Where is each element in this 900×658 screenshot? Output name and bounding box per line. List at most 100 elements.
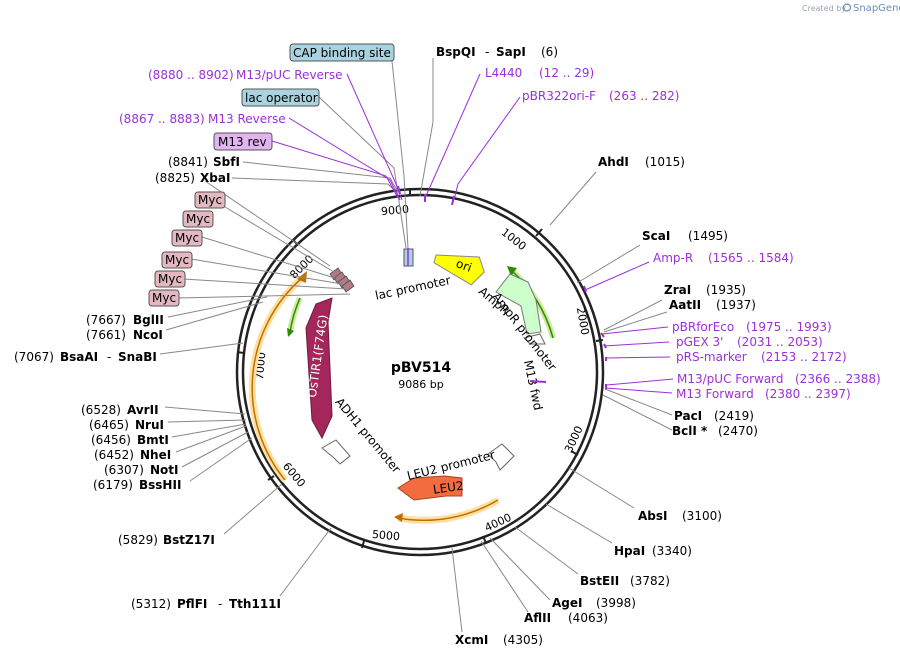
myc-box-5[interactable]: [154, 270, 186, 288]
site-pos-xbai: (8825): [155, 171, 195, 185]
leader-xbai: [231, 177, 397, 193]
site-name-aflii: AflII: [524, 611, 551, 625]
site-bmti[interactable]: (6456) BmtI: [91, 433, 169, 447]
site-aflii[interactable]: AflII (4063): [524, 611, 608, 625]
myc-box-6[interactable]: [148, 289, 180, 307]
m13-rev-box[interactable]: [213, 132, 273, 151]
site-pos-bstz17i: (5829): [118, 533, 158, 547]
tick-3000: [570, 450, 579, 456]
site-bsaai-snabi[interactable]: (7067) BsaAI - SnaBI: [14, 350, 157, 364]
site-name-bglii: BglII: [133, 313, 164, 327]
site-noti[interactable]: (6307) NotI: [104, 463, 179, 477]
site-name-xbai: XbaI: [200, 171, 230, 185]
leader-zrai: [603, 299, 663, 331]
tick-label-2000: 2000: [574, 306, 592, 336]
site-paci[interactable]: PacI (2419): [674, 409, 754, 423]
m13-rev-label: M13 rev: [218, 135, 267, 149]
site-name-bspqi: BspQI: [436, 45, 476, 59]
site-bspqi-sapi[interactable]: BspQI - SapI (6): [436, 45, 558, 59]
primer-m13-reverse[interactable]: (8867 .. 8883) M13 Reverse: [119, 112, 286, 126]
leader-myc1: [204, 180, 331, 267]
site-nrui[interactable]: (6465) NruI: [89, 418, 164, 432]
lac-operator-box[interactable]: [241, 88, 320, 107]
m13-fwd-label: M13 fwd: [521, 359, 545, 412]
primer-pgex3[interactable]: pGEX 3' (2031 .. 2053): [676, 335, 823, 349]
site-sbfi[interactable]: (8841) SbfI: [168, 155, 240, 169]
site-scai[interactable]: ScaI (1495): [642, 229, 728, 243]
myc-box-1[interactable]: [194, 191, 226, 209]
primer-m13puc-forward[interactable]: M13/pUC Forward (2366 .. 2388): [677, 372, 881, 386]
site-aatii[interactable]: AatII (1937): [669, 298, 756, 312]
leader-aatii: [603, 311, 668, 333]
leader-noti: [181, 431, 249, 468]
leader-pgex: [603, 341, 670, 347]
primer-pbrforeco[interactable]: pBRforEco (1975 .. 1993): [672, 320, 832, 334]
primer-range-m13-forward: (2380 .. 2397): [765, 387, 851, 401]
leader-sbfi: [242, 161, 399, 193]
site-ncoi[interactable]: (7661) NcoI: [86, 328, 163, 342]
leader-bglii: [167, 296, 268, 318]
tick-label-3000: 3000: [562, 424, 586, 455]
site-xbai[interactable]: (8825) XbaI: [155, 171, 230, 185]
leader-myc4: [190, 258, 343, 285]
tick-1000: [535, 228, 543, 237]
ori-arrow: [433, 254, 485, 286]
site-ahdi[interactable]: AhdI (1015): [598, 155, 685, 169]
primer-m13-forward[interactable]: M13 Forward (2380 .. 2397): [676, 387, 851, 401]
site-name-tth111i: Tth111I: [229, 597, 281, 611]
leader-xcmi: [451, 547, 463, 633]
site-pflfi-tth111i[interactable]: (5312) PflFI - Tth111I: [131, 597, 281, 611]
site-pos-paci: (2419): [714, 409, 754, 423]
myc-box-3[interactable]: [171, 229, 203, 247]
cap-binding-site-box[interactable]: [289, 43, 395, 62]
site-xcmi[interactable]: XcmI (4305): [455, 633, 543, 647]
site-name-ncoi: NcoI: [133, 328, 163, 342]
leader-myc5: [182, 278, 347, 290]
ori-label: ori: [454, 256, 473, 274]
site-nhei[interactable]: (6452) NheI: [94, 448, 171, 462]
primer-prs-marker[interactable]: pRS-marker (2153 .. 2172): [676, 350, 847, 364]
site-pos-scai: (1495): [688, 229, 728, 243]
site-name-bmti: BmtI: [137, 433, 169, 447]
site-name-agei: AgeI: [552, 596, 582, 610]
myc-box-4[interactable]: [161, 251, 193, 269]
site-name-bcli: BclI *: [672, 424, 708, 438]
site-bsteii[interactable]: BstEII (3782): [580, 574, 670, 588]
leader-m13-fwd: [605, 387, 673, 394]
leader-bspqi: [419, 58, 434, 197]
site-name-xcmi: XcmI: [455, 633, 488, 647]
site-bstz17i[interactable]: (5829) BstZ17I: [118, 533, 215, 547]
site-zrai[interactable]: ZraI (1935): [664, 283, 746, 297]
primer-pbr322ori-f[interactable]: pBR322ori-F (263 .. 282): [522, 89, 679, 103]
primer-amp-r[interactable]: Amp-R (1565 .. 1584): [653, 251, 794, 265]
site-agei[interactable]: AgeI (3998): [552, 596, 636, 610]
site-pos-absi: (3100): [682, 509, 722, 523]
site-name-nhei: NheI: [140, 448, 171, 462]
site-bsshii[interactable]: (6179) BssHII: [93, 478, 181, 492]
primer-l4440[interactable]: L4440 (12 .. 29): [485, 66, 594, 80]
primer-m13puc-reverse[interactable]: (8880 .. 8902) M13/pUC Reverse: [148, 68, 343, 82]
orf-leu2-arrowhead: [394, 513, 403, 522]
site-name-snabi: SnaBI: [118, 350, 157, 364]
site-absi[interactable]: AbsI (3100): [638, 509, 722, 523]
mark-m13-rev: [397, 185, 401, 195]
primer-name-prs-marker: pRS-marker: [676, 350, 747, 364]
primer-range-amp-r: (1565 .. 1584): [708, 251, 794, 265]
site-bglii[interactable]: (7667) BglII: [86, 313, 164, 327]
m13-fwd-primer-mark: [529, 380, 547, 383]
site-name-bstz17i: BstZ17I: [163, 533, 215, 547]
leader-pbr322ori: [453, 96, 521, 201]
site-bcli[interactable]: BclI * (2470): [672, 424, 758, 438]
restriction-sites: BspQI - SapI (6) AhdI (1015) ScaI (1495)…: [14, 45, 758, 647]
leader-aflii: [480, 540, 529, 613]
site-name-zrai: ZraI: [664, 283, 691, 297]
tick-label-5000: 5000: [371, 528, 400, 543]
plasmid-name: pBV514: [391, 360, 451, 376]
site-avrii[interactable]: (6528) AvrII: [81, 403, 159, 417]
site-hpai[interactable]: HpaI (3340): [614, 544, 692, 558]
myc-box-2[interactable]: [182, 210, 214, 228]
leu2-arrow: [397, 475, 463, 501]
site-name-avrii: AvrII: [127, 403, 159, 417]
site-pos-bcli: (2470): [718, 424, 758, 438]
